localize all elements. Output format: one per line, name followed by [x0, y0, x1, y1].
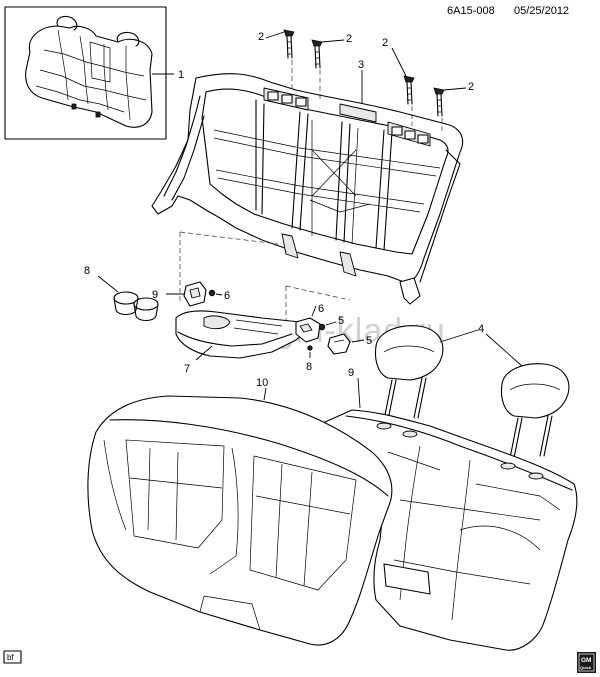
- callout-13: 9: [152, 289, 158, 301]
- cup-holder-insert: [97, 275, 159, 322]
- leader-4b: [485, 333, 523, 367]
- callout-8: 8: [306, 361, 312, 373]
- inset-seatback-assembly: [4, 6, 174, 140]
- gm-logo-subtext: Quick: [580, 665, 592, 670]
- callout-7: 6: [318, 303, 324, 315]
- doc-id: 6A15-008: [447, 5, 495, 17]
- armrest-bezel: [166, 281, 207, 307]
- callout-5: 5: [366, 335, 372, 347]
- gm-logo-text: GM: [581, 657, 591, 664]
- fastener: [307, 345, 313, 358]
- screw-a: [208, 289, 223, 297]
- callout-12: 8: [84, 265, 90, 277]
- callout-6a: 6: [224, 290, 230, 302]
- screw-b: [318, 321, 337, 331]
- cover-cap: [327, 333, 365, 355]
- callout-10: 10: [256, 377, 268, 389]
- seatback-frame: [151, 70, 464, 305]
- seat-cushion: [87, 387, 393, 646]
- gm-logo: GM Quick: [577, 652, 596, 673]
- callout-2b: 2: [346, 33, 352, 45]
- headrest-guide-pins: [265, 29, 467, 132]
- callout-9: 9: [348, 367, 354, 379]
- head-restraint-left: [374, 325, 444, 421]
- callout-11: 7: [184, 363, 190, 375]
- callout-2d: 2: [468, 81, 474, 93]
- alignment-dashes-left: [179, 231, 279, 302]
- footer-code: bf: [7, 653, 14, 662]
- head-restraint-right: [500, 363, 570, 459]
- callout-3: 3: [358, 59, 364, 71]
- callout-2c: 2: [382, 37, 388, 49]
- callout-4: 4: [478, 323, 484, 335]
- armrest-hinge: [295, 305, 321, 343]
- footer-code-box: bf: [3, 650, 22, 664]
- callout-6b: 5: [338, 315, 344, 327]
- callout-2a: 2: [258, 31, 264, 43]
- leader-4a: [439, 329, 479, 343]
- callout-1: 1: [178, 69, 184, 81]
- doc-date: 05/25/2012: [514, 5, 569, 17]
